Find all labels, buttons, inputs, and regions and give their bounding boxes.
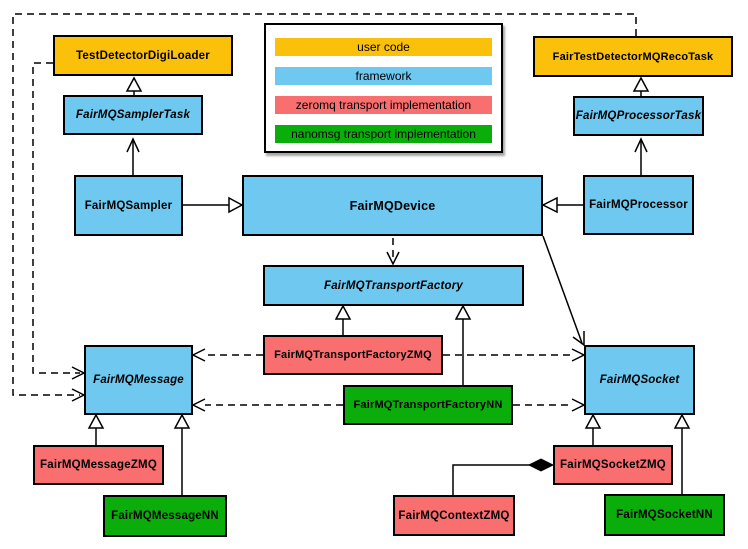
edge-inheritance-socketzmq-socket xyxy=(584,413,602,445)
node-fairmq-socket-nn: FairMQSocketNN xyxy=(604,494,725,536)
legend-item-nanomsg: nanomsg transport implementation xyxy=(275,125,492,143)
edge-inheritance-socketnn-socket xyxy=(673,413,691,494)
edge-inheritance-messagenn-message xyxy=(173,413,191,495)
node-fairmq-device: FairMQDevice xyxy=(242,175,543,236)
edge-association-device-socket xyxy=(542,235,585,347)
node-fairmq-message-nn: FairMQMessageNN xyxy=(103,495,227,537)
node-fairmq-message-zmq: FairMQMessageZMQ xyxy=(33,445,164,485)
node-test-detector-digi-loader: TestDetectorDigiLoader xyxy=(53,35,233,76)
edge-inheritance-processor-device xyxy=(541,196,583,214)
edge-dependency-device-transportfactory xyxy=(386,238,400,266)
edge-inheritance-processortask-recotask xyxy=(632,76,650,96)
legend-item-framework: framework xyxy=(275,67,492,85)
node-fairmq-transport-factory-nn: FairMQTransportFactoryNN xyxy=(343,385,513,425)
node-fairmq-processor: FairMQProcessor xyxy=(583,175,694,235)
node-fairmq-sampler-task: FairMQSamplerTask xyxy=(63,95,203,135)
edge-inheritance-samplertask-digiloader xyxy=(125,76,143,95)
node-fairmq-sampler: FairMQSampler xyxy=(74,175,183,236)
edge-dependency-factorynn-socket xyxy=(513,398,586,412)
edge-inheritance-factorynn-transportfactory xyxy=(454,304,472,385)
edge-inheritance-factoryzmq-transportfactory xyxy=(334,304,352,335)
node-fairmq-socket-zmq: FairMQSocketZMQ xyxy=(553,445,673,485)
edge-association-processor-processortask xyxy=(634,137,648,175)
edge-composition-contextzmq-socketzmq xyxy=(452,458,555,495)
edge-dependency-factoryzmq-message xyxy=(191,348,263,362)
node-fairmq-transport-factory: FairMQTransportFactory xyxy=(263,265,524,306)
node-fairmq-transport-factory-zmq: FairMQTransportFactoryZMQ xyxy=(263,335,443,375)
legend: user code framework zeromq transport imp… xyxy=(264,23,503,153)
edge-dependency-factorynn-message xyxy=(191,398,343,412)
edge-inheritance-messagezmq-message xyxy=(87,413,105,445)
edge-association-sampler-samplertask xyxy=(126,137,140,175)
edge-dependency-factoryzmq-socket xyxy=(443,348,586,362)
node-fairmq-context-zmq: FairMQContextZMQ xyxy=(393,495,515,536)
node-fair-test-detector-mq-reco-task: FairTestDetectorMQRecoTask xyxy=(533,36,733,77)
edge-inheritance-sampler-device xyxy=(183,196,244,214)
node-fairmq-socket: FairMQSocket xyxy=(584,345,695,415)
legend-item-user-code: user code xyxy=(275,38,492,56)
legend-item-zeromq: zeromq transport implementation xyxy=(275,96,492,114)
node-fairmq-processor-task: FairMQProcessorTask xyxy=(573,96,704,136)
node-fairmq-message: FairMQMessage xyxy=(84,345,193,415)
